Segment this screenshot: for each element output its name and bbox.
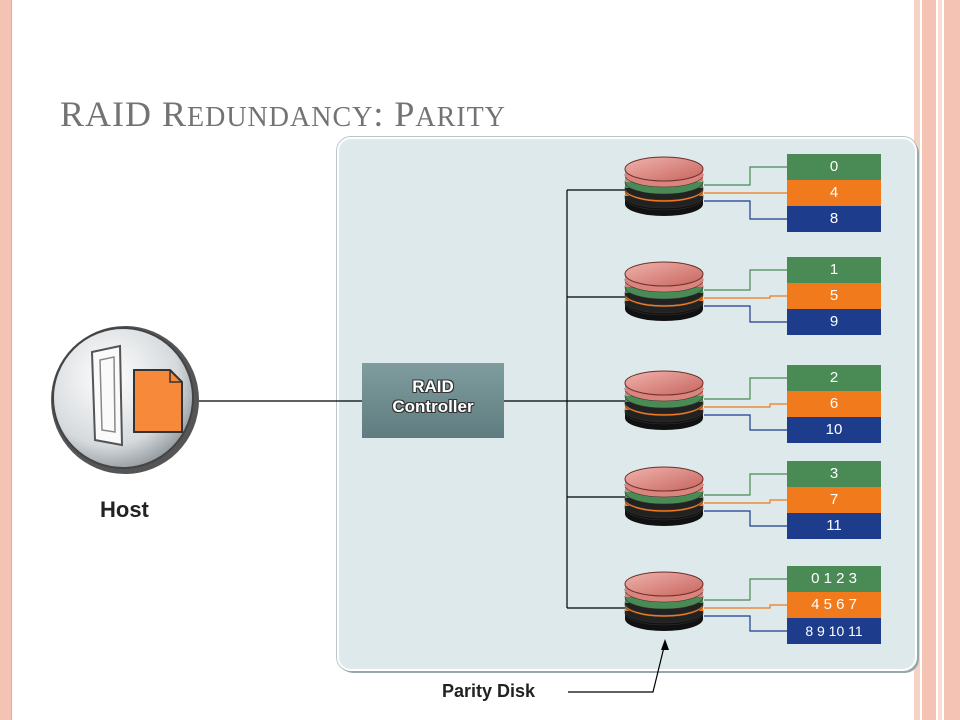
left-accent-stripe (0, 0, 12, 720)
strip-connector (704, 295, 787, 299)
raid-controller-box: RAID Controller (362, 363, 504, 438)
parity-disk-icon (624, 571, 704, 631)
strip-cell: 9 (787, 309, 881, 335)
strip-cell: 0 (787, 154, 881, 180)
strip-connector (704, 510, 787, 527)
strip-cell: 1 (787, 257, 881, 283)
parity-strip-block: 0 1 2 3 4 5 6 7 8 9 10 11 (787, 566, 881, 644)
strip-connector (704, 615, 787, 632)
strip-cell: 11 (787, 513, 881, 539)
strip-connector (704, 377, 787, 400)
host-server-icon (51, 326, 199, 474)
strip-connector (704, 473, 787, 496)
parity-pointer-line (568, 642, 666, 693)
title-part: EDUNDANCY (187, 102, 374, 133)
disk-strip-block: 2 6 10 (787, 365, 881, 443)
strip-connector (704, 578, 787, 601)
strip-connector (704, 403, 787, 408)
strip-cell: 4 5 6 7 (787, 592, 881, 618)
disk-strip-block: 3 7 11 (787, 461, 881, 539)
strip-cell: 8 (787, 206, 881, 232)
strip-cell: 3 (787, 461, 881, 487)
strip-cell: 10 (787, 417, 881, 443)
disk-icon (624, 370, 704, 430)
disk-strip-block: 0 4 8 (787, 154, 881, 232)
strip-cell: 4 (787, 180, 881, 206)
strip-cell: 6 (787, 391, 881, 417)
strip-cell: 5 (787, 283, 881, 309)
parity-pointer-arrowhead (661, 639, 669, 650)
strip-connector (704, 414, 787, 431)
strip-connector (704, 269, 787, 291)
parity-disk-label: Parity Disk (442, 681, 536, 701)
strip-connector (704, 166, 787, 186)
host-label: Host (100, 497, 149, 522)
title-part: RAID R (60, 94, 188, 134)
title-part: ARITY (415, 102, 506, 133)
strip-cell: 7 (787, 487, 881, 513)
strip-connector (704, 305, 787, 323)
right-accent-stripes (914, 0, 960, 720)
strip-connector (704, 499, 787, 504)
title-part: : P (373, 94, 416, 134)
disk-group (624, 156, 787, 632)
strip-connector (704, 604, 787, 609)
controller-label-line1: RAID (412, 377, 454, 396)
strip-cell: 0 1 2 3 (787, 566, 881, 592)
controller-label-line2: Controller (392, 397, 474, 416)
disk-icon (624, 466, 704, 526)
disk-strip-block: 1 5 9 (787, 257, 881, 335)
slide-title: RAID REDUNDANCY: PARITY (60, 96, 506, 132)
strip-connector (704, 200, 787, 220)
strip-cell: 2 (787, 365, 881, 391)
disk-icon (624, 261, 704, 321)
strip-cell: 8 9 10 11 (787, 618, 881, 644)
disk-icon (624, 156, 704, 216)
